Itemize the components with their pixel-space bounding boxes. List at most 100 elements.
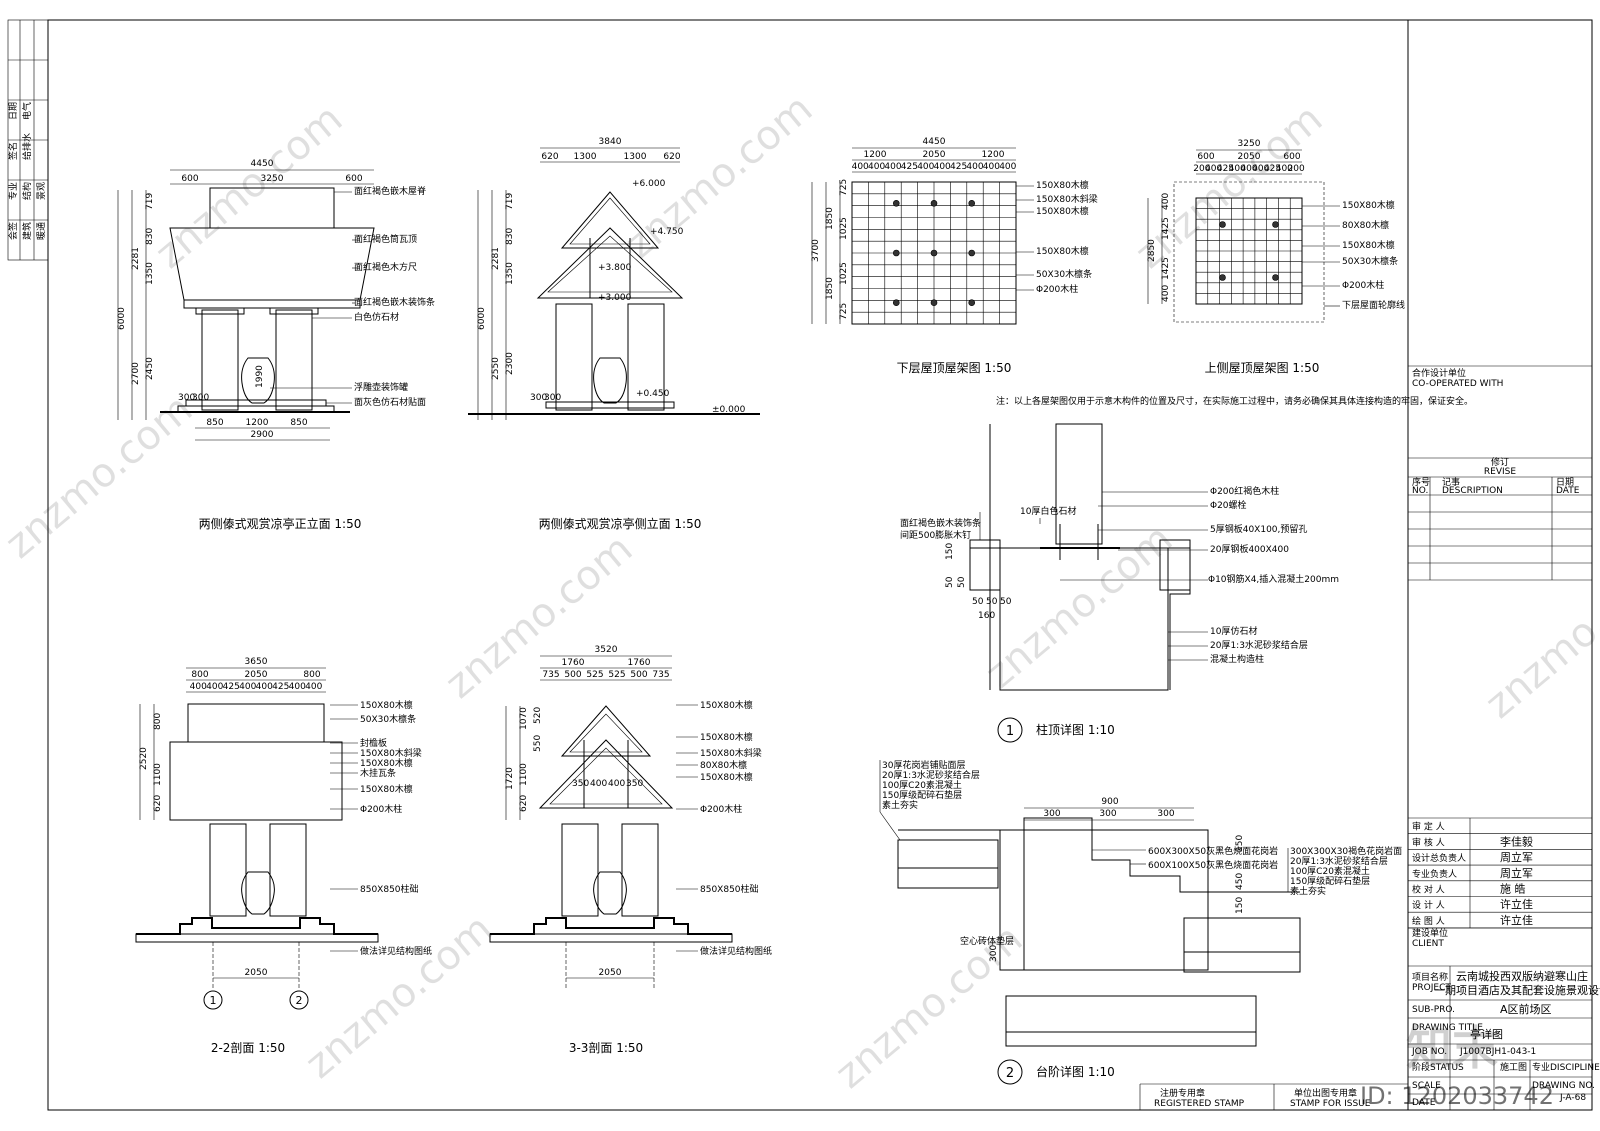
dim-label: 600: [181, 174, 198, 184]
dim-label: 400: [868, 162, 885, 172]
watermark: znzmo.com: [1127, 96, 1331, 278]
drawing-title-label: DRAWING TITLE: [1412, 1023, 1483, 1033]
scale-label: SCALE: [1412, 1081, 1441, 1091]
dim-label: 300: [1099, 809, 1116, 819]
callout: Φ200木柱: [1036, 283, 1078, 295]
detail-number: 2: [1006, 1066, 1014, 1081]
callout: 150X80木斜梁: [360, 747, 422, 759]
callout: 面红褐色筒瓦顶: [354, 233, 417, 245]
front-elevation: 4450 600 3250 600 850 1200 850 2900 6000…: [117, 159, 435, 531]
dim-label: 1070: [519, 707, 529, 730]
callout: Φ200木柱: [1342, 279, 1384, 291]
dim-label: 300: [989, 945, 999, 962]
dim-label: 1200: [864, 150, 887, 160]
dim-label: 200: [1193, 164, 1210, 174]
signature-role: 审 核 人: [1412, 836, 1445, 848]
dim-label: 400: [934, 162, 951, 172]
strip-label: 结构: [21, 182, 33, 200]
callout: 素土夯实: [1290, 885, 1326, 897]
signature-name: 许立佳: [1500, 913, 1533, 927]
dim-label: 350: [572, 779, 589, 789]
callout: 下层屋面轮廓线: [1342, 299, 1405, 311]
callout: 间距500膨胀木钉: [900, 529, 971, 541]
view-title: 台阶详图 1:10: [1036, 1064, 1115, 1079]
callout: Φ200木柱: [700, 803, 742, 815]
dim-label: 400: [983, 162, 1000, 172]
callout: 白色仿石材: [354, 311, 399, 323]
dim-label: 1990: [255, 365, 265, 388]
dim-label: 400: [289, 682, 306, 692]
dim-label: 800: [153, 713, 163, 730]
detail-number: 1: [1006, 724, 1014, 739]
watermark: znzmo.com: [0, 386, 201, 568]
callout: 木挂瓦条: [360, 767, 396, 779]
dim-label: 425: [901, 162, 918, 172]
dim-label: 400: [999, 162, 1016, 172]
dim-label: 300: [1157, 809, 1174, 819]
dim-label: 400: [1205, 164, 1222, 174]
project-label-en: PROJECT: [1412, 983, 1451, 993]
dim-label: 1850: [825, 207, 835, 230]
callout: 封檐板: [360, 737, 387, 749]
dim-label: 400: [1161, 285, 1171, 302]
callout: 150厚级配碎石垫层: [882, 789, 962, 801]
callout: 150X80木檩: [1036, 245, 1089, 257]
dim-label: 3520: [595, 645, 618, 655]
dim-label: 3250: [261, 174, 284, 184]
dim-label: 400: [239, 682, 256, 692]
dim-label: 620: [541, 152, 558, 162]
dim-label: 400: [1229, 164, 1246, 174]
dim-label: 50: [986, 597, 998, 607]
dim-label: 725: [839, 179, 849, 196]
callout: 300X300X30褐色花岗岩面: [1290, 845, 1402, 857]
col-header-en: DESCRIPTION: [1442, 486, 1503, 496]
callout: 100厚C20素混凝土: [1290, 865, 1370, 877]
callout: 空心砖体垫层: [960, 935, 1014, 947]
dim-label: 300: [530, 393, 547, 403]
callout: 10厚白色石材: [1020, 505, 1076, 517]
callout: 150X80木檩: [1342, 239, 1395, 251]
dim-label: 735: [542, 670, 559, 680]
dim-label: 1350: [505, 262, 515, 285]
dim-label: 1760: [628, 658, 651, 668]
callout: 850X850柱础: [700, 883, 759, 895]
signature-name: 周立军: [1500, 866, 1533, 880]
callout: 30厚花岗岩铺贴面层: [882, 759, 965, 771]
dim-label: 3840: [599, 137, 622, 147]
dim-label: 600: [345, 174, 362, 184]
dim-label: 800: [303, 670, 320, 680]
callout: 150X80木斜梁: [1036, 193, 1098, 205]
dim-label: 725: [839, 303, 849, 320]
dim-label: 620: [663, 152, 680, 162]
callout: 素土夯实: [882, 799, 918, 811]
callout: 150X80木檩: [700, 731, 753, 743]
dim-label: 1425: [1161, 257, 1171, 280]
view-title: 两侧傣式观赏凉亭正立面 1:50: [199, 516, 362, 531]
callout: 浮雕壶装饰罐: [354, 381, 408, 393]
dim-label: 4450: [923, 137, 946, 147]
dim-label: 400: [1252, 164, 1269, 174]
stamp-label-en: REGISTERED STAMP: [1154, 1099, 1245, 1109]
dim-label: 2900: [251, 430, 274, 440]
callout: 150X80木斜梁: [700, 747, 762, 759]
callout: 5厚钢板40X100,预留孔: [1210, 523, 1307, 535]
callout: 面灰色仿石材贴面: [354, 396, 426, 408]
dim-label: 735: [652, 670, 669, 680]
subpro-label: SUB-PRO.: [1412, 1005, 1455, 1015]
col-header-en: NO.: [1412, 486, 1428, 496]
dim-label: 1025: [839, 262, 849, 285]
dim-label: 550: [533, 735, 543, 752]
view-title: 上侧屋顶屋架图 1:50: [1205, 361, 1320, 375]
dim-label: 3250: [1238, 139, 1261, 149]
dim-label: 900: [1101, 797, 1118, 807]
dim-label: 400: [190, 682, 207, 692]
strip-label: 给排水: [21, 133, 33, 160]
dim-label: 2550: [491, 357, 501, 380]
callout: 150厚级配碎石垫层: [1290, 875, 1370, 887]
project-name: 云南城投西双版纳避寒山庄: [1456, 969, 1588, 983]
watermark: znzmo.com: [617, 86, 821, 268]
dim-label: 500: [630, 670, 647, 680]
callout: 混凝土构造柱: [1210, 653, 1264, 665]
